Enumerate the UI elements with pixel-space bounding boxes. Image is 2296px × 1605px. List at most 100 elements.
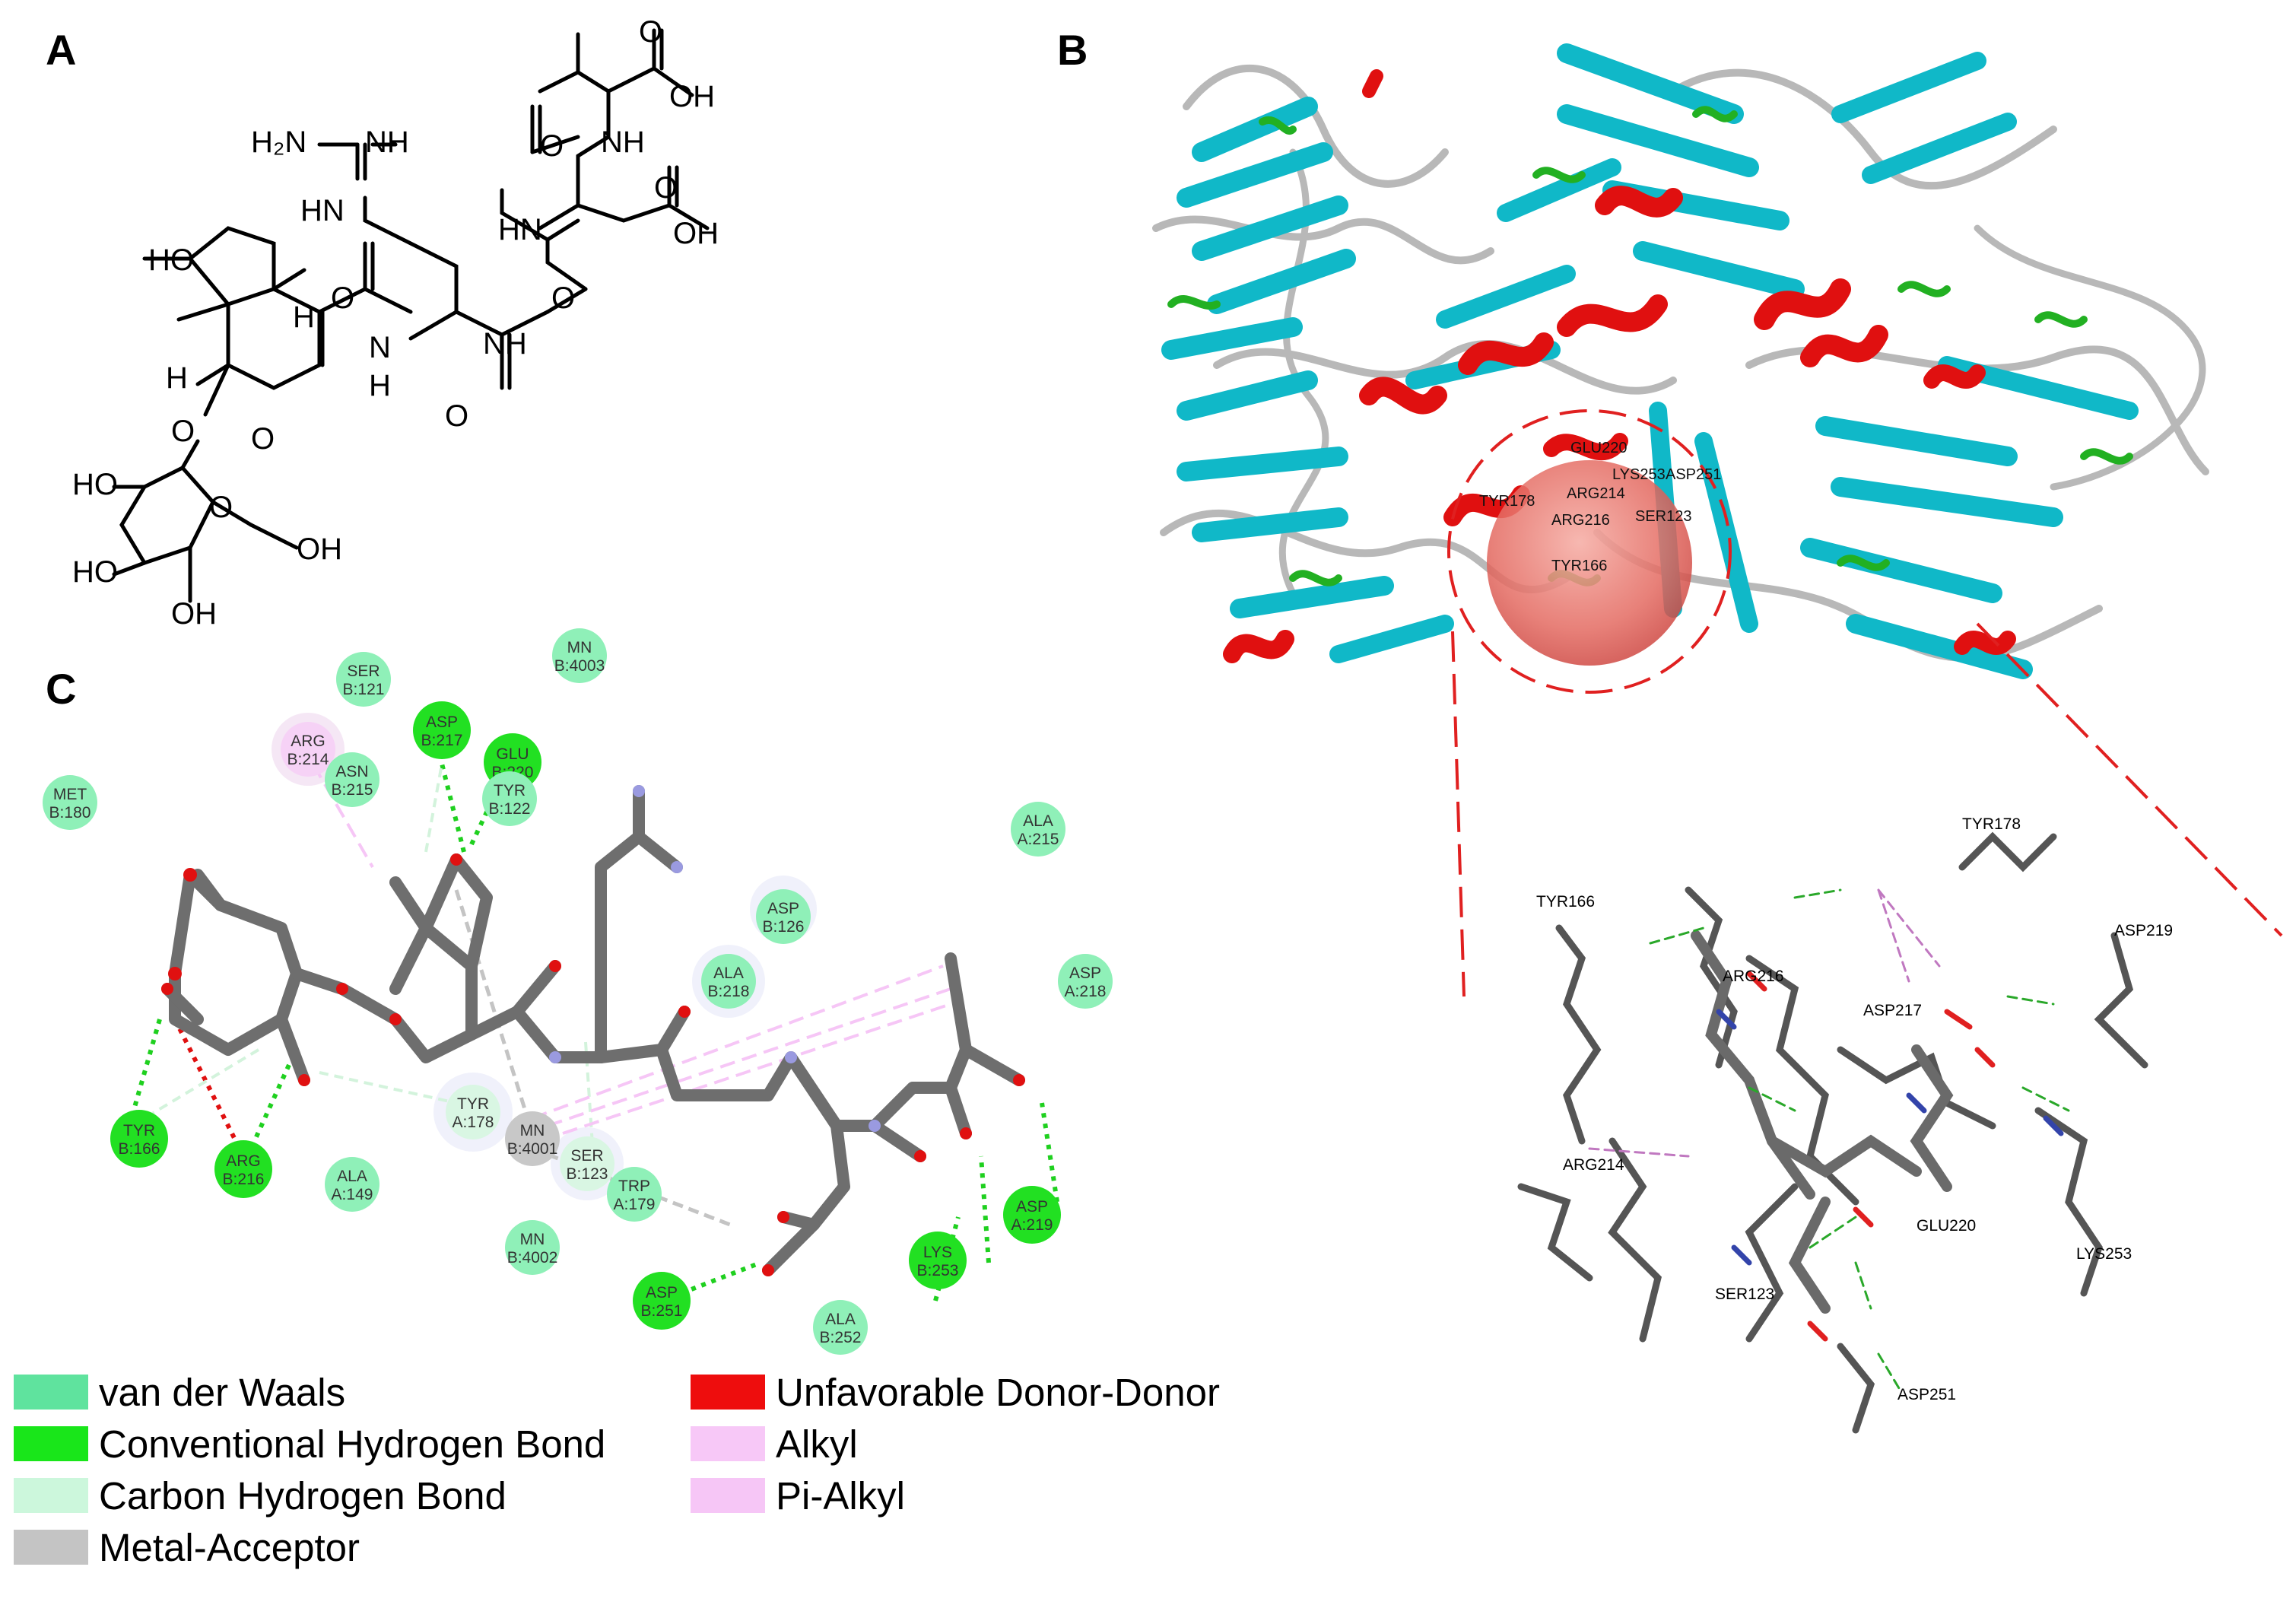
ligand-atoms [161, 785, 1025, 1276]
residue-disk [701, 954, 756, 1009]
atom-ho-2: HO [72, 555, 118, 589]
atom-o-ring: O [251, 422, 275, 456]
legend-swatch [691, 1478, 765, 1513]
zoom-label: LYS253 [2076, 1245, 2132, 1263]
residue-disk [110, 1110, 168, 1168]
site-label: GLU220 [1570, 440, 1628, 456]
site-label: ARG214 [1567, 485, 1625, 502]
legend-swatch [14, 1375, 88, 1410]
legend-item-metal: Metal-Acceptor [14, 1524, 360, 1570]
residue-number: A:215 [1018, 831, 1059, 848]
legend-label: Unfavorable Donor-Donor [776, 1370, 1220, 1414]
atom-ho-1: HO [72, 468, 118, 501]
legend-item-unfavorable: Unfavorable Donor-Donor [691, 1369, 1220, 1415]
legend-swatch [691, 1375, 765, 1410]
residue-disk [1003, 1186, 1061, 1244]
atom-hn-guan: HN [300, 194, 345, 227]
binding-site-circle [1447, 409, 1732, 694]
residue-disk [909, 1232, 967, 1289]
residue-name: ASP [646, 1284, 678, 1301]
interaction-diagram: METB:180SERB:121MNB:4003ARGB:214ASNB:215… [43, 628, 1113, 1355]
protein-ribbon-panel: GLU220 LYS253 ASP251 TYR178 ARG214 SER12… [1152, 43, 2283, 1434]
legend-item-hbond: Conventional Hydrogen Bond [14, 1421, 605, 1467]
residue-name: MN [520, 1122, 545, 1139]
residue-disk [336, 652, 391, 707]
residue-number: B:253 [917, 1262, 959, 1279]
site-label: ARG216 [1551, 512, 1610, 529]
residue-name: MN [567, 639, 592, 656]
residue-number: B:215 [332, 781, 373, 799]
residue-name: SER [570, 1147, 603, 1165]
residue-name: ALA [337, 1168, 367, 1185]
residue-number: A:219 [1011, 1216, 1053, 1234]
residue-number: A:178 [453, 1114, 494, 1131]
legend-swatch [691, 1426, 765, 1461]
residue-name: ASP [1016, 1198, 1048, 1216]
atom-nh-val: NH [601, 126, 645, 159]
legend-label: Carbon Hydrogen Bond [99, 1473, 507, 1518]
residue-disk [446, 1085, 500, 1139]
residue-disk [1011, 802, 1065, 857]
atom-o-sugar: O [209, 491, 233, 524]
zoom-label: ASP217 [1863, 1002, 1922, 1019]
residue-number: A:149 [332, 1186, 373, 1203]
zoom-label: GLU220 [1917, 1217, 1976, 1235]
atom-o-amide4: O [540, 129, 564, 163]
legend-label: Conventional Hydrogen Bond [99, 1422, 606, 1466]
binding-site-sphere [1487, 460, 1692, 666]
legend-label: Pi-Alkyl [776, 1473, 906, 1518]
residue-number: B:4002 [507, 1249, 558, 1267]
residue-name: ASP [1069, 965, 1101, 982]
residue-name: ASN [335, 763, 368, 780]
atom-o-glyco: O [171, 415, 195, 448]
residue-name: TYR [123, 1122, 155, 1139]
residue-number: B:166 [119, 1140, 160, 1158]
residue-name: TRP [618, 1178, 650, 1195]
residue-number: A:218 [1065, 983, 1107, 1000]
residue-name: ASP [767, 900, 799, 917]
panel-label-b: B [1057, 26, 1088, 74]
zoom-label: ARG216 [1723, 968, 1784, 985]
panel-label-c: C [46, 665, 76, 713]
residue-number: B:180 [49, 804, 91, 822]
atom-ho-top: HO [148, 243, 194, 277]
panel-label-a: A [46, 26, 76, 74]
site-label: SER123 [1635, 508, 1692, 525]
residue-number: B:252 [820, 1329, 862, 1346]
legend-label: Metal-Acceptor [99, 1525, 360, 1569]
atom-h-bottom: H [166, 361, 188, 395]
atom-oh-cooh-asp: OH [673, 217, 719, 250]
legend-item-vdw: van der Waals [14, 1369, 345, 1415]
residue-name: MN [520, 1231, 545, 1248]
atom-oh-bottom: OH [171, 597, 217, 631]
atom-n-amide1: N [369, 331, 391, 364]
residue-name: ALA [825, 1311, 856, 1328]
residue-number: B:4001 [507, 1140, 558, 1158]
residue-disk [505, 1111, 560, 1166]
zoom-label: SER123 [1715, 1286, 1774, 1303]
atom-o-cooh-val: O [639, 15, 662, 49]
residue-name: MET [53, 786, 87, 803]
residue-name: ALA [1023, 812, 1053, 830]
residue-disk [633, 1272, 691, 1330]
site-label: LYS253 [1612, 466, 1666, 483]
residue-number: B:123 [567, 1165, 608, 1183]
atom-hn-asp: HN [498, 213, 542, 246]
protein-ribbon [1152, 43, 2209, 679]
residue-disk [325, 1157, 379, 1212]
residue-name: ARG [291, 733, 326, 750]
residue-name: LYS [923, 1244, 952, 1261]
residue-name: ALA [713, 965, 744, 982]
